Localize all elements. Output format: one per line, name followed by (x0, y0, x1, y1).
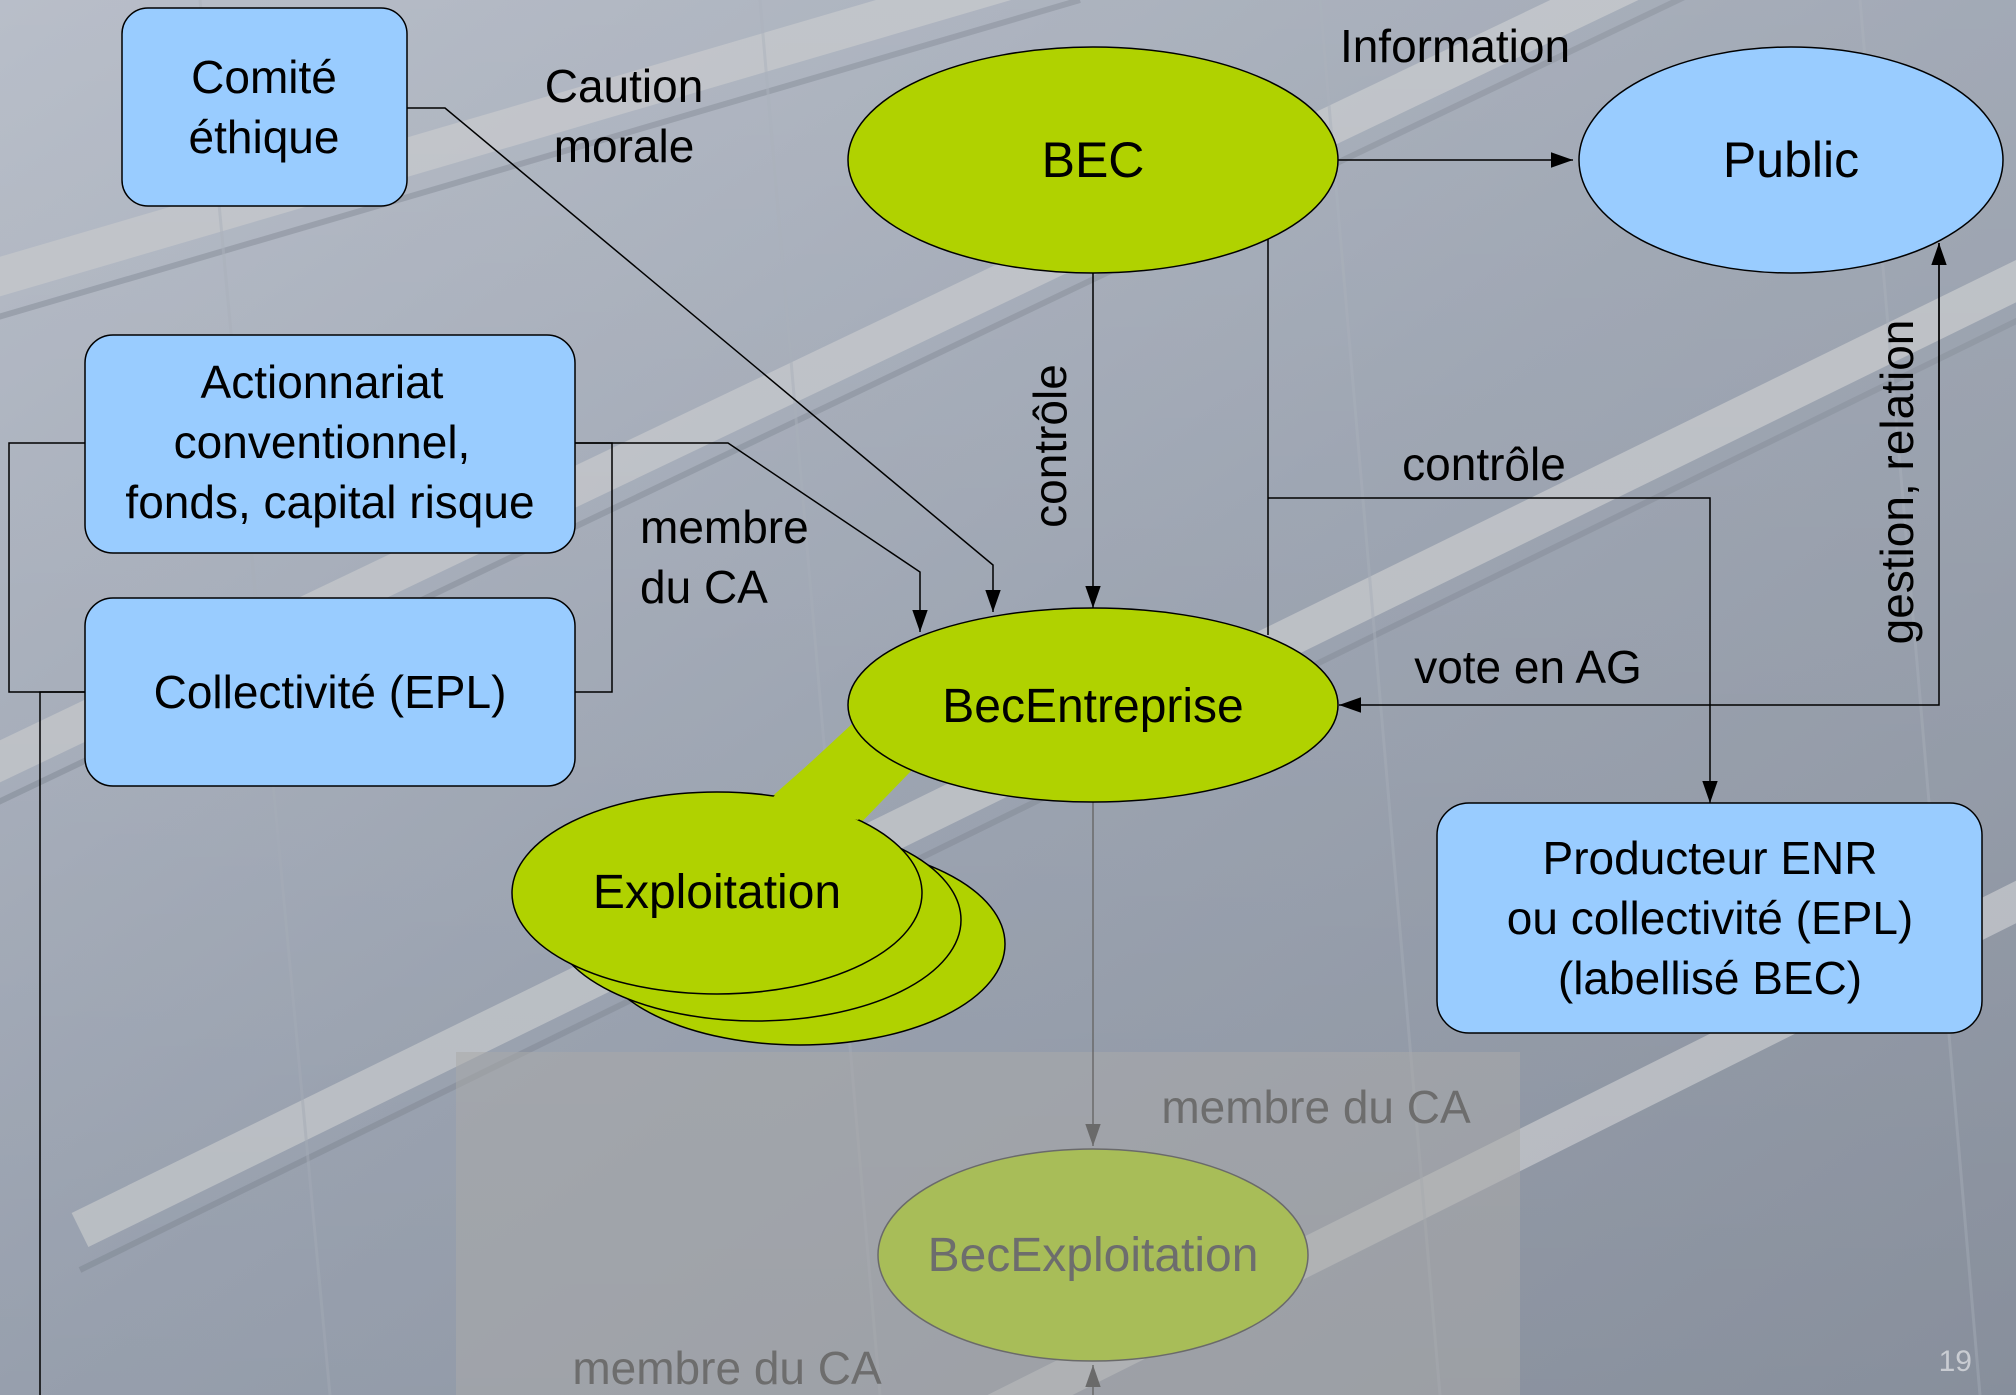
bracket-actionnariat-collectivite (575, 442, 613, 693)
label-gestion-relation: gestion, relation (1871, 320, 1923, 645)
node-producteur-label-1: Producteur ENR (1543, 832, 1878, 884)
label-caution-1: Caution (545, 60, 704, 112)
bracket-left (8, 442, 85, 693)
node-collectivite (84, 597, 576, 787)
node-becentreprise-label: BecEntreprise (942, 680, 1243, 733)
node-producteur-label-3: (labellisé BEC) (1558, 952, 1862, 1004)
node-comite-ethique (121, 7, 408, 207)
node-collectivite-label: Collectivité (EPL) (154, 666, 507, 718)
edge-controle-producteur (1268, 497, 1718, 803)
label-controle-horizontal: contrôle (1402, 438, 1566, 490)
node-public (1578, 46, 2004, 274)
edge-actionnariat-membre-ca (575, 442, 928, 632)
label-membre-ca-ghost-right: membre du CA (1161, 1081, 1471, 1133)
label-membre-ca-1: membre (640, 501, 809, 553)
label-vote-ag: vote en AG (1414, 641, 1642, 693)
node-bec-label: BEC (1042, 132, 1145, 188)
label-membre-ca-2: du CA (640, 561, 768, 613)
node-actionnariat-label-2: conventionnel, (174, 416, 471, 468)
node-actionnariat-label-1: Actionnariat (201, 356, 444, 408)
node-exploitation-label: Exploitation (593, 866, 841, 919)
node-becexploitation-label: BecExploitation (928, 1229, 1259, 1282)
node-actionnariat-label-3: fonds, capital risque (125, 476, 534, 528)
node-bec (847, 46, 1339, 274)
node-becentreprise (847, 607, 1339, 803)
node-public-label: Public (1723, 132, 1859, 188)
label-membre-ca-ghost-bottom: membre du CA (572, 1342, 882, 1394)
page-number: 19 (1939, 1345, 1972, 1378)
label-caution-2: morale (554, 120, 695, 172)
node-producteur (1436, 802, 1983, 1034)
edge-left-down (39, 691, 85, 1395)
node-becexploitation (877, 1148, 1309, 1362)
node-producteur-label-2: ou collectivité (EPL) (1507, 892, 1914, 944)
label-controle-vertical: contrôle (1024, 364, 1076, 528)
edge-caution-morale (407, 107, 1001, 612)
node-comite-label-2: éthique (189, 111, 340, 163)
node-actionnariat (84, 334, 576, 554)
label-information: Information (1340, 20, 1570, 72)
node-exploitation (511, 791, 923, 995)
node-comite-label-1: Comité (191, 51, 337, 103)
